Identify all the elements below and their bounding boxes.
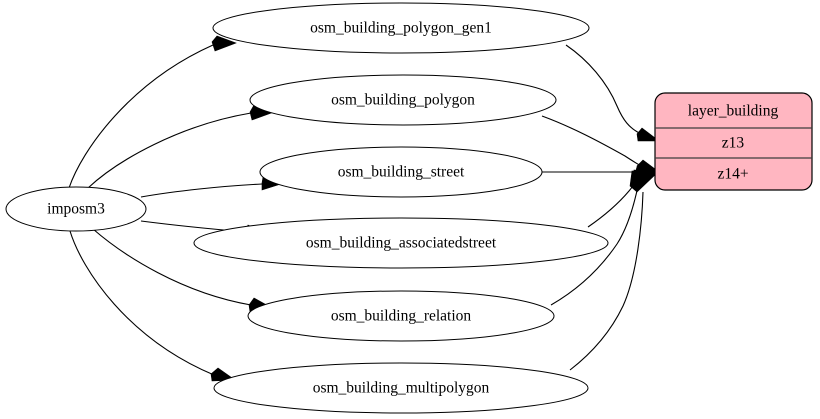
edge-path xyxy=(550,185,639,306)
node-label-osm_building_street: osm_building_street xyxy=(338,164,465,181)
node-osm_building_polygon_gen1[interactable]: osm_building_polygon_gen1 xyxy=(212,2,590,54)
node-layer_building[interactable]: layer_building z13 z14+ xyxy=(654,92,813,191)
arrow-head-icon xyxy=(211,35,237,52)
edge-osm_building_multipolygon-to-layer_building-z14 xyxy=(569,170,657,371)
node-shape-ellipse[interactable] xyxy=(193,217,609,269)
edge-imposm3-to-osm_building_street xyxy=(140,176,286,198)
node-osm_building_polygon[interactable]: osm_building_polygon xyxy=(249,74,557,126)
node-label-osm_building_polygon_gen1: osm_building_polygon_gen1 xyxy=(310,20,492,37)
edge-path xyxy=(541,115,642,167)
node-label-osm_building_polygon: osm_building_polygon xyxy=(331,92,475,109)
edge-osm_building_polygon-to-layer_building-z14 xyxy=(541,115,660,174)
node-shape-ellipse[interactable] xyxy=(247,290,555,342)
layer-building-title: layer_building xyxy=(688,103,779,120)
arrow-head-icon xyxy=(636,127,660,142)
edge-path xyxy=(69,230,215,376)
edge-path xyxy=(569,191,644,371)
node-label-imposm3: imposm3 xyxy=(47,201,105,218)
edge-imposm3-to-osm_building_multipolygon xyxy=(69,230,236,382)
edge-imposm3-to-osm_building_polygon xyxy=(87,104,275,189)
edge-path xyxy=(565,44,642,135)
node-shape-ellipse[interactable] xyxy=(212,2,590,54)
node-shape-ellipse[interactable] xyxy=(259,146,543,198)
node-osm_building_multipolygon[interactable]: osm_building_multipolygon xyxy=(213,362,589,414)
node-label-osm_building_multipolygon: osm_building_multipolygon xyxy=(313,380,490,397)
edge-path xyxy=(140,183,263,198)
edge-path xyxy=(92,228,252,306)
node-osm_building_associatedstreet[interactable]: osm_building_associatedstreet xyxy=(193,217,609,269)
node-label-osm_building_associatedstreet: osm_building_associatedstreet xyxy=(306,235,497,252)
edge-path xyxy=(68,44,214,189)
arrow-head-icon xyxy=(629,170,657,193)
edge-group-tables-to-layer xyxy=(541,44,661,371)
layer-building-row-z14: z14+ xyxy=(717,166,748,183)
node-shape-ellipse[interactable] xyxy=(5,186,147,232)
node-shape-ellipse[interactable] xyxy=(213,362,589,414)
edge-path xyxy=(87,112,252,189)
layer-building-box[interactable] xyxy=(654,92,813,191)
layer-building-row-z13: z13 xyxy=(722,135,745,152)
node-label-osm_building_relation: osm_building_relation xyxy=(331,308,472,325)
edge-osm_building_polygon_gen1-to-layer_building-z13 xyxy=(565,44,660,142)
node-osm_building_street[interactable]: osm_building_street xyxy=(259,146,543,198)
node-imposm3[interactable]: imposm3 xyxy=(5,186,147,232)
node-shape-ellipse[interactable] xyxy=(249,74,557,126)
node-osm_building_relation[interactable]: osm_building_relation xyxy=(247,290,555,342)
edge-imposm3-to-osm_building_polygon_gen1 xyxy=(68,35,237,189)
